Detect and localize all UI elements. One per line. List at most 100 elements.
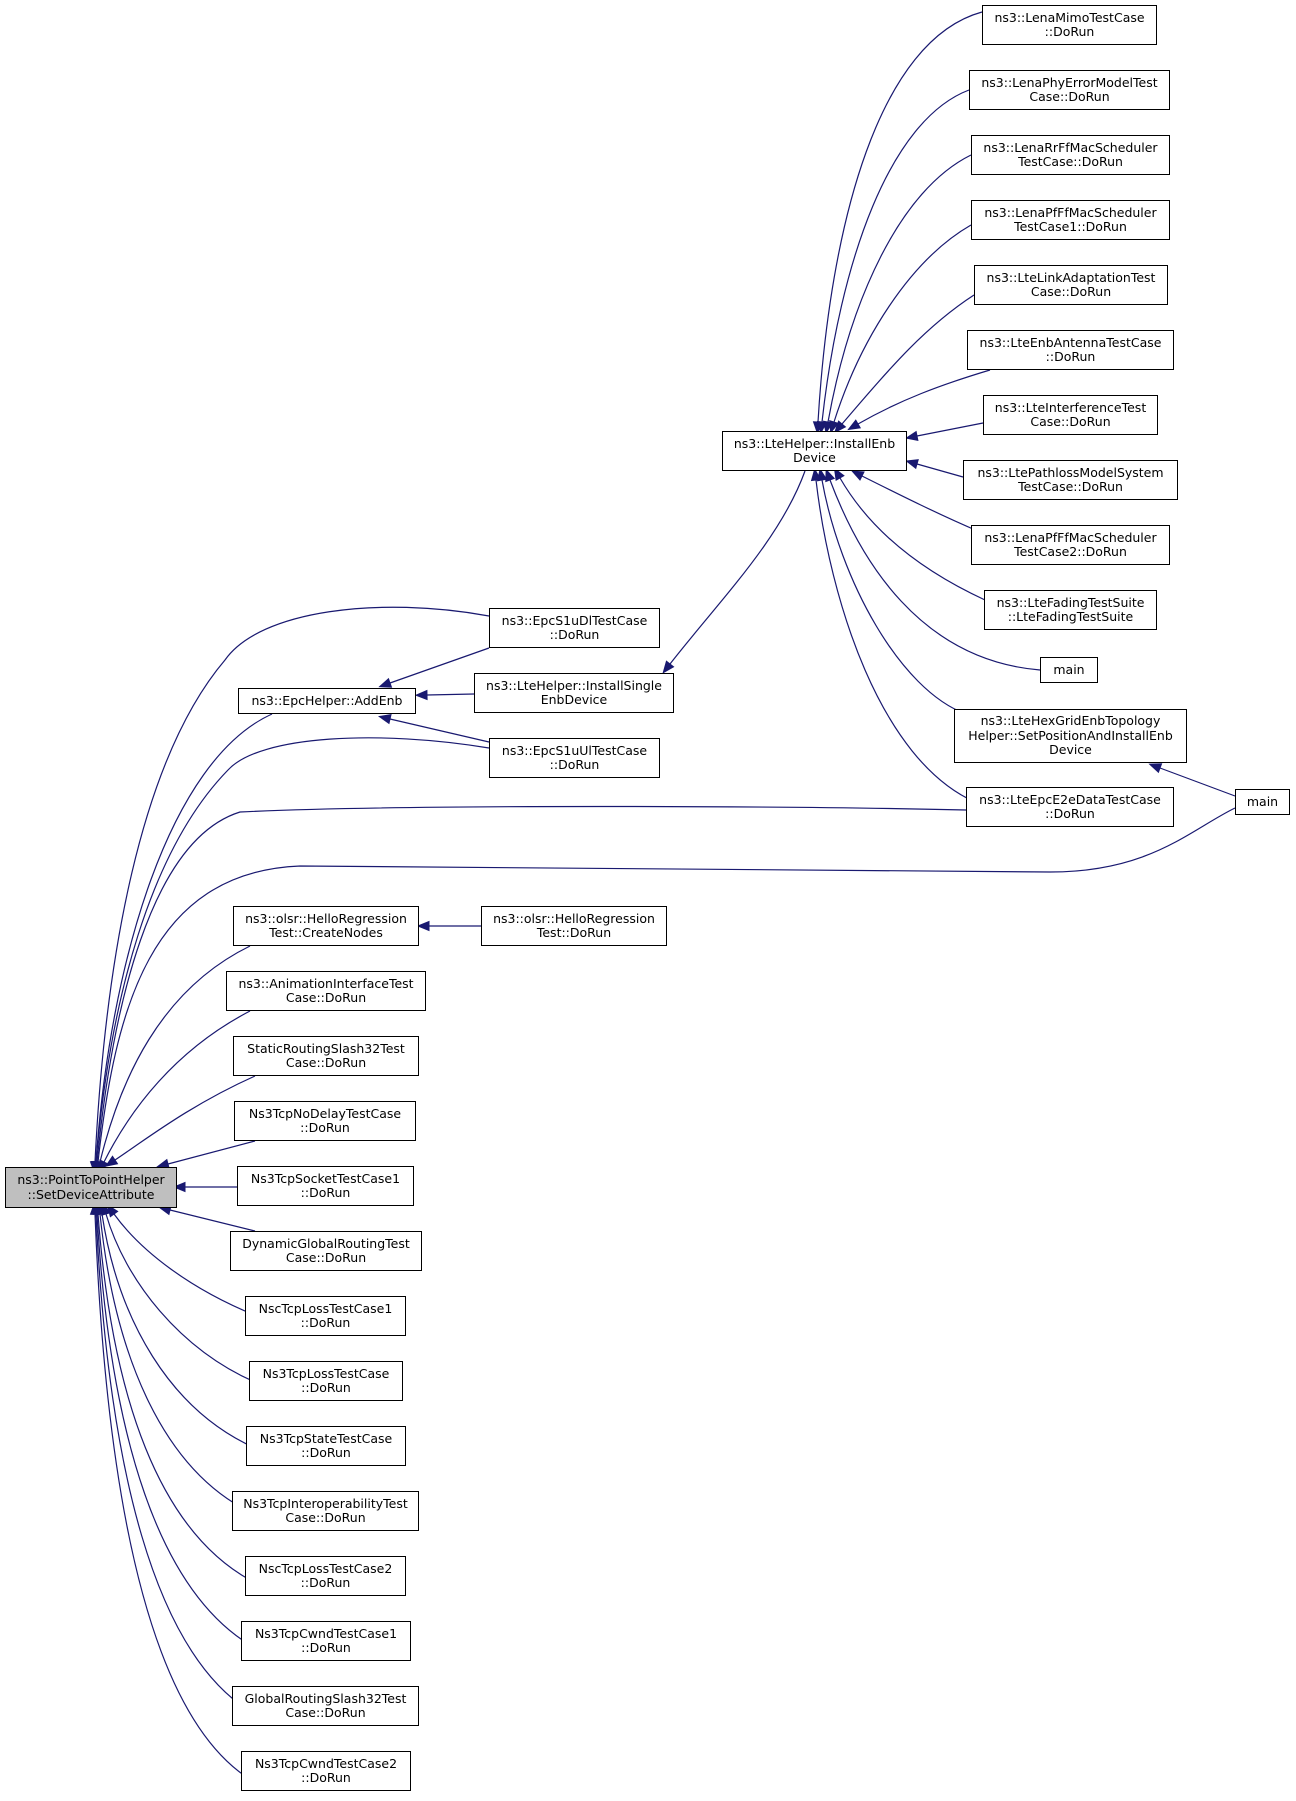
edge-interf-to-lte_install	[916, 422, 984, 437]
node-label-line: Ns3TcpNoDelayTestCase	[248, 1105, 402, 1121]
node-label-line: ns3::LteEnbAntennaTestCase	[979, 334, 1162, 350]
edge-epc_dl-to-epc_addenb	[389, 647, 490, 684]
edge-pfff2-to-lte_install	[861, 475, 981, 533]
node-epc_addenb[interactable]: ns3::EpcHelper::AddEnb	[238, 688, 416, 714]
edge-pathloss-to-lte_install	[916, 463, 964, 478]
node-label-line: ::DoRun	[301, 1380, 351, 1395]
node-label-line: Ns3TcpStateTestCase	[259, 1430, 393, 1446]
edge-ns3loss-to-root	[105, 1213, 258, 1384]
edge-hexgrid-to-lte_install	[821, 479, 967, 715]
node-cwnd2[interactable]: Ns3TcpCwndTestCase2::DoRun	[241, 1751, 411, 1791]
node-main1[interactable]: main	[1040, 657, 1098, 683]
node-enbant[interactable]: ns3::LteEnbAntennaTestCase::DoRun	[967, 330, 1174, 370]
node-epc_ul[interactable]: ns3::EpcS1uUlTestCase::DoRun	[489, 738, 660, 778]
node-label-line: ::DoRun	[1044, 24, 1095, 39]
edge-olsr_create-to-root	[99, 945, 251, 1163]
node-root[interactable]: ns3::PointToPointHelper::SetDeviceAttrib…	[5, 1167, 177, 1208]
node-fading[interactable]: ns3::LteFadingTestSuite::LteFadingTestSu…	[984, 590, 1157, 630]
node-label-line: ns3::LenaPhyErrorModelTest	[981, 74, 1158, 90]
edge-fading-to-lte_install	[839, 477, 986, 601]
edge-main2-to-hexgrid	[1159, 767, 1236, 797]
node-cwnd1[interactable]: Ns3TcpCwndTestCase1::DoRun	[241, 1621, 411, 1661]
node-label-line: ::DoRun	[301, 1640, 351, 1655]
edge-mimo-to-lte_install	[817, 11, 983, 423]
arrowhead-lte_install-to-lte_single	[662, 660, 675, 674]
edge-dynglobal-to-root	[169, 1209, 256, 1232]
node-label-line: ns3::AnimationInterfaceTest	[238, 975, 414, 991]
node-main2[interactable]: main	[1235, 789, 1290, 815]
arrowhead-static32-to-root	[104, 1155, 119, 1167]
node-label-line: ns3::LtePathlossModelSystem	[977, 464, 1164, 480]
node-label-line: ns3::EpcHelper::AddEnb	[251, 692, 403, 708]
node-label-line: EnbDevice	[540, 692, 608, 707]
edge-rrff-to-lte_install	[827, 154, 972, 423]
edge-nscloss2-to-root	[97, 1213, 251, 1581]
node-label-line: ::DoRun	[300, 1120, 350, 1135]
node-state[interactable]: Ns3TcpStateTestCase::DoRun	[246, 1426, 406, 1466]
node-label-line: Ns3TcpSocketTestCase1	[250, 1170, 401, 1186]
node-label-line: TestCase1::DoRun	[1014, 219, 1127, 234]
node-ns3loss[interactable]: Ns3TcpLossTestCase::DoRun	[249, 1361, 403, 1401]
arrowhead-epc_dl-to-epc_addenb	[378, 677, 393, 688]
node-label-line: ns3::LteLinkAdaptationTest	[986, 269, 1156, 285]
node-label-line: Case::DoRun	[285, 1705, 366, 1720]
arrowhead-olsr_run-to-olsr_create	[416, 920, 430, 932]
node-label-line: ns3::LteEpcE2eDataTestCase	[979, 791, 1161, 807]
node-nscloss2[interactable]: NscTcpLossTestCase2::DoRun	[245, 1556, 406, 1596]
node-label-line: TestCase::DoRun	[1018, 154, 1123, 169]
node-label-line: ns3::LteHexGridEnbTopology	[980, 713, 1161, 729]
node-label-line: Device	[793, 450, 836, 465]
node-label-line: ns3::olsr::HelloRegression	[493, 910, 655, 926]
node-label-line: Ns3TcpLossTestCase	[262, 1365, 390, 1381]
arrowhead-pfff2-to-lte_install	[850, 470, 865, 481]
edge-lte_single-to-epc_addenb	[426, 693, 475, 696]
edge-static32-to-root	[114, 1075, 256, 1161]
node-mimo[interactable]: ns3::LenaMimoTestCase::DoRun	[982, 5, 1157, 45]
node-label-line: ns3::olsr::HelloRegression	[245, 910, 407, 926]
node-nscloss1[interactable]: NscTcpLossTestCase1::DoRun	[245, 1296, 406, 1336]
node-nodelay[interactable]: Ns3TcpNoDelayTestCase::DoRun	[234, 1101, 416, 1141]
node-label-line: ns3::LteHelper::InstallSingle	[486, 677, 662, 693]
edge-state-to-root	[101, 1213, 256, 1449]
node-label-line: ::DoRun	[300, 1185, 351, 1200]
arrowhead-epc_ul-to-epc_addenb	[377, 714, 392, 725]
node-label-line: ns3::LteFadingTestSuite	[996, 594, 1145, 610]
arrowhead-pathloss-to-lte_install	[905, 459, 919, 470]
edge-nodelay-to-root	[167, 1140, 256, 1165]
node-label-line: NscTcpLossTestCase2	[258, 1560, 393, 1576]
arrowhead-interf-to-lte_install	[904, 430, 919, 442]
node-label-line: ::LteFadingTestSuite	[1007, 609, 1134, 624]
node-label-line: Case::DoRun	[285, 990, 367, 1005]
node-label-line: ns3::LteInterferenceTest	[994, 399, 1147, 415]
edge-cwnd1-to-root	[96, 1213, 251, 1646]
node-label-line: Case::DoRun	[1030, 284, 1112, 299]
node-label-line: Helper::SetPositionAndInstallEnb	[968, 727, 1173, 743]
node-epc_dl[interactable]: ns3::EpcS1uDlTestCase::DoRun	[489, 608, 660, 648]
node-socket1[interactable]: Ns3TcpSocketTestCase1::DoRun	[237, 1166, 414, 1206]
arrowhead-main1-to-lte_install	[825, 468, 836, 483]
edge-main1-to-lte_install	[829, 479, 1041, 671]
node-label-line: Ns3TcpCwndTestCase2	[254, 1755, 398, 1771]
edge-enbant-to-lte_install	[857, 369, 991, 425]
node-label-line: ::DoRun	[1045, 349, 1096, 364]
node-e2e[interactable]: ns3::LteEpcE2eDataTestCase::DoRun	[966, 787, 1174, 827]
node-label-line: ns3::LteHelper::InstallEnb	[733, 435, 896, 451]
